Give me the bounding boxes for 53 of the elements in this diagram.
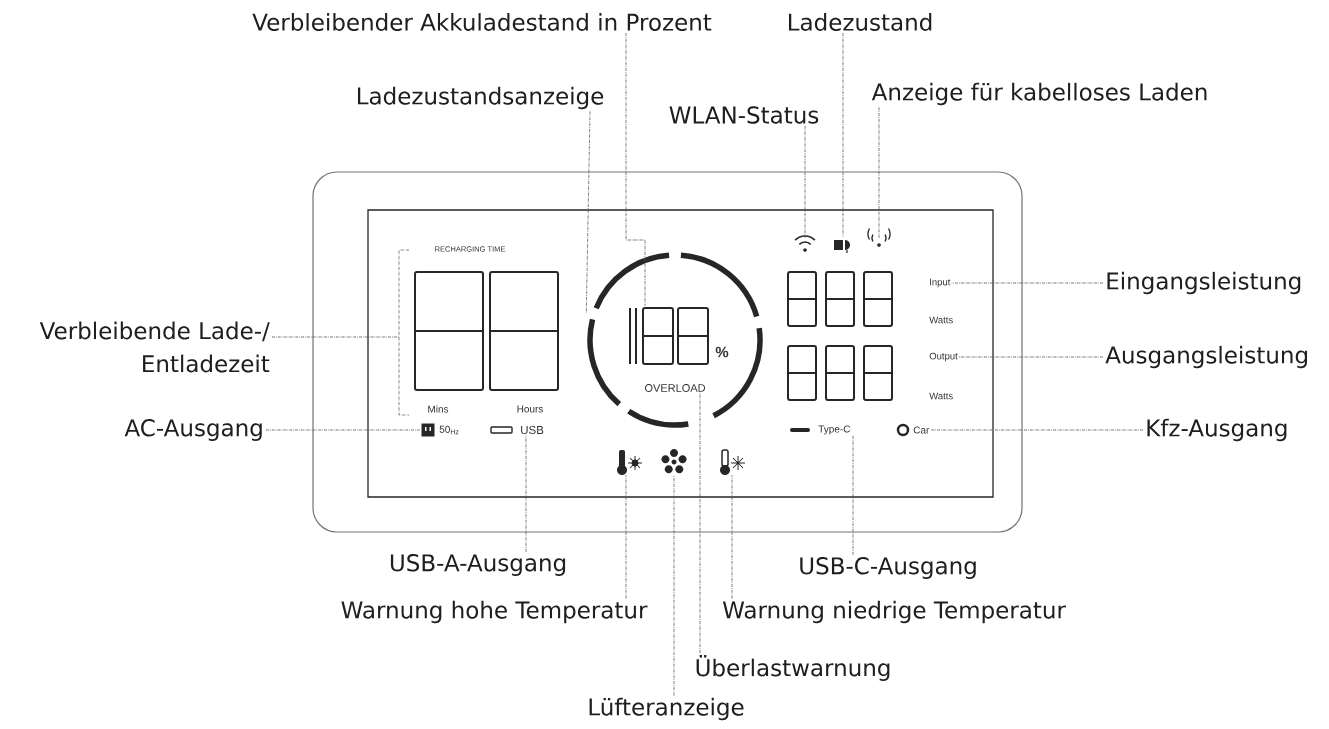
- ac-outlet-icon: [421, 423, 435, 437]
- display-label: Car: [913, 426, 930, 434]
- display-label: Type-C: [818, 425, 851, 435]
- display-label: USB: [521, 425, 544, 435]
- display-label: Output: [929, 352, 958, 362]
- callout-text: USB-A-Ausgang: [390, 554, 566, 576]
- wireless-charging-icon: [867, 227, 891, 247]
- callout-text: Warnung hohe Temperatur: [341, 600, 648, 624]
- leader-line: [271, 336, 400, 338]
- callout-text: Lüfteranzeige: [589, 697, 744, 721]
- leader-line: [951, 282, 1104, 284]
- callout-text: Warnung niedrige Temperatur: [722, 600, 1066, 624]
- callout-text: Verbleibender Akkuladestand in Prozent: [252, 13, 712, 31]
- leader-line: [878, 106, 880, 239]
- leader-line: [525, 434, 527, 553]
- callout-text: Eingangsleistung: [1107, 271, 1301, 295]
- display-label: Watts: [929, 392, 953, 400]
- display-label: Input: [930, 278, 951, 288]
- leader-line: [585, 110, 591, 314]
- callout-text: Überlastwarnung: [696, 655, 890, 681]
- display-label: Hours: [517, 405, 543, 413]
- leader-line: [804, 125, 806, 239]
- leader-line: [699, 392, 701, 654]
- callout-text: Kfz-Ausgang: [1147, 418, 1287, 442]
- callout-text: Ladezustand: [789, 13, 932, 31]
- leader-line: [842, 32, 844, 238]
- callout-text: Ladezustandsanzeige: [357, 86, 604, 110]
- callout-text: USB-C-Ausgang: [800, 557, 976, 579]
- thermometer-snowflake-icon: [720, 449, 746, 475]
- thermometer-sun-icon: [617, 450, 643, 475]
- leader-line: [625, 32, 646, 307]
- leader-line: [958, 356, 1104, 358]
- callout-text: AC-Ausgang: [124, 419, 262, 441]
- leader-line: [673, 474, 675, 697]
- callout-text: Anzeige für kabelloses Laden: [871, 82, 1207, 106]
- leader-line: [930, 429, 1144, 431]
- display-label: Watts: [929, 316, 953, 324]
- battery-plug-icon: [834, 240, 850, 254]
- callout-text: WLAN-Status: [669, 106, 819, 124]
- wifi-icon: [794, 235, 816, 252]
- display-label: %: [715, 346, 729, 358]
- display-label: Mins: [428, 405, 449, 413]
- leader-line: [852, 435, 854, 556]
- charge-ring: [587, 252, 763, 428]
- fan-icon: [661, 449, 687, 474]
- leader-line: [731, 474, 733, 600]
- display-label: OVERLOAD: [644, 384, 706, 392]
- percent-digits: [629, 307, 709, 365]
- callout-text: Ausgangsleistung: [1105, 345, 1307, 369]
- leader-line: [265, 429, 422, 431]
- callout-text: Verbleibende Lade-/ Entladezeit: [39, 321, 270, 373]
- display-label: 50$_{Hz}$: [439, 425, 459, 435]
- leader-line: [625, 474, 627, 600]
